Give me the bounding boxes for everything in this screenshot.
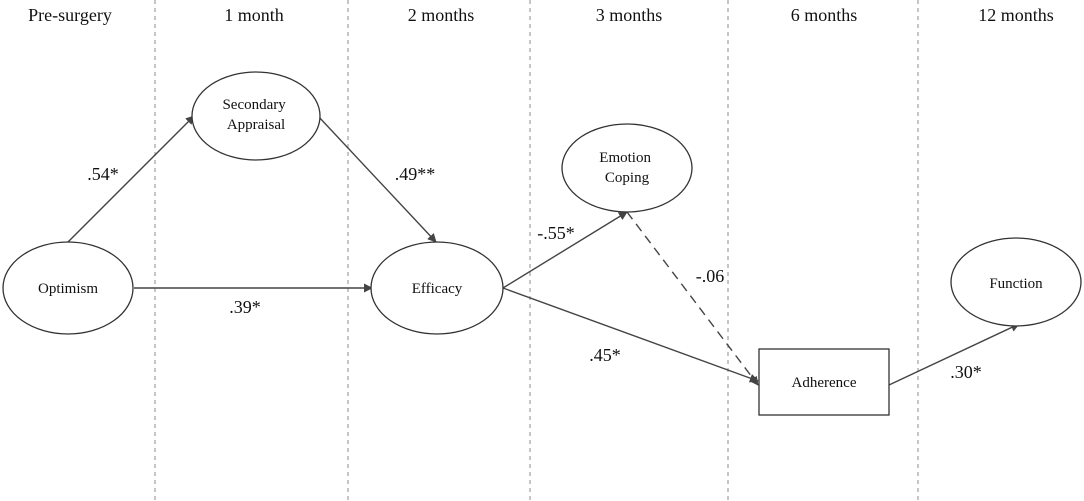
path-efficacy-to-adherence <box>502 287 759 383</box>
node-adherence <box>758 348 890 416</box>
phase-label-3-months: 3 months <box>596 5 663 25</box>
node-secondary-appraisal <box>191 71 321 161</box>
coefficient-optimism-secondary-appraisal: .54* <box>87 164 119 184</box>
path-emotion-coping-to-adherence <box>626 211 759 386</box>
node-optimism <box>2 241 134 335</box>
phase-label-pre-surgery: Pre-surgery <box>28 5 112 25</box>
node-function-label: Function <box>989 276 1043 292</box>
phase-label-2-months: 2 months <box>408 5 475 25</box>
node-efficacy-label: Efficacy <box>412 281 463 297</box>
node-optimism-label: Optimism <box>38 281 98 297</box>
coefficient-emotion-coping-adherence: -.06 <box>696 266 725 286</box>
coefficient-efficacy-adherence: .45* <box>589 345 621 365</box>
node-adherence-label: Adherence <box>792 375 857 391</box>
coefficient-optimism-efficacy: .39* <box>229 297 261 317</box>
node-secondary-appraisal-label: Secondary Appraisal <box>222 97 289 133</box>
coefficient-efficacy-emotion-coping: -.55* <box>537 223 575 243</box>
path-efficacy-to-emotion-coping <box>502 211 628 289</box>
phase-label-1-month: 1 month <box>224 5 284 25</box>
phase-label-12-months: 12 months <box>978 5 1054 25</box>
phase-label-6-months: 6 months <box>791 5 858 25</box>
path-optimism-to-secondary-appraisal <box>67 115 195 243</box>
path-adherence-to-function <box>888 323 1020 386</box>
coefficient-adherence-function: .30* <box>950 362 982 382</box>
node-efficacy <box>370 241 504 335</box>
node-emotion-coping <box>561 123 693 213</box>
node-function <box>950 237 1082 327</box>
path-secondary-appraisal-to-efficacy <box>317 115 437 243</box>
node-emotion-coping-label: Emotion Coping <box>599 150 654 186</box>
coefficient-secondary-appraisal-efficacy: .49** <box>395 164 436 184</box>
